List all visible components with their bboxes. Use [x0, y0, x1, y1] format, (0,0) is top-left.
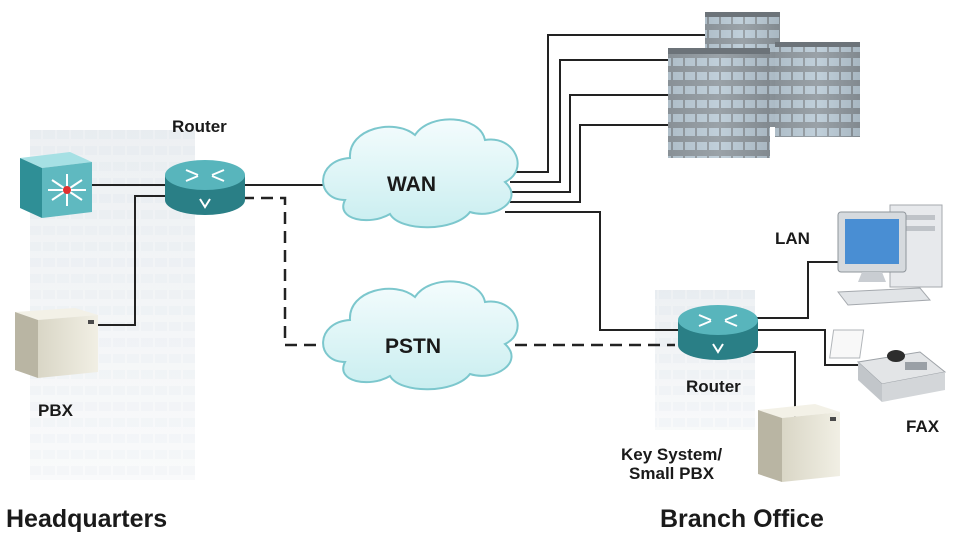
wan-cloud: [322, 118, 519, 229]
key-system-label-line2: Small PBX: [629, 463, 715, 483]
remote-office-buildings: [668, 12, 860, 158]
key-system-icon: [758, 404, 840, 482]
network-links: [82, 34, 860, 420]
lan-label: LAN: [775, 229, 810, 248]
pstn-links: [242, 196, 675, 347]
fax-icon: [829, 329, 947, 402]
key-system-label-line1: Key System/: [621, 445, 723, 464]
headquarters-label: Headquarters: [6, 505, 168, 533]
wan-label: WAN: [387, 173, 436, 196]
branch-router-label: Router: [686, 377, 741, 396]
lan-computer-icon: [837, 204, 943, 306]
hq-switch-icon: [20, 152, 92, 218]
key-system-label: Key System/ Small PBX: [621, 445, 723, 483]
branch-office-label: Branch Office: [660, 505, 824, 533]
pstn-label: PSTN: [385, 335, 442, 358]
pstn-cloud: [322, 280, 519, 391]
branch-router-icon: [678, 305, 758, 360]
hq-pbx-icon: [15, 308, 98, 378]
fax-label: FAX: [906, 417, 940, 436]
hq-router-label: Router: [172, 117, 227, 136]
hq-router-icon: [165, 160, 245, 215]
pbx-label: PBX: [38, 401, 73, 420]
